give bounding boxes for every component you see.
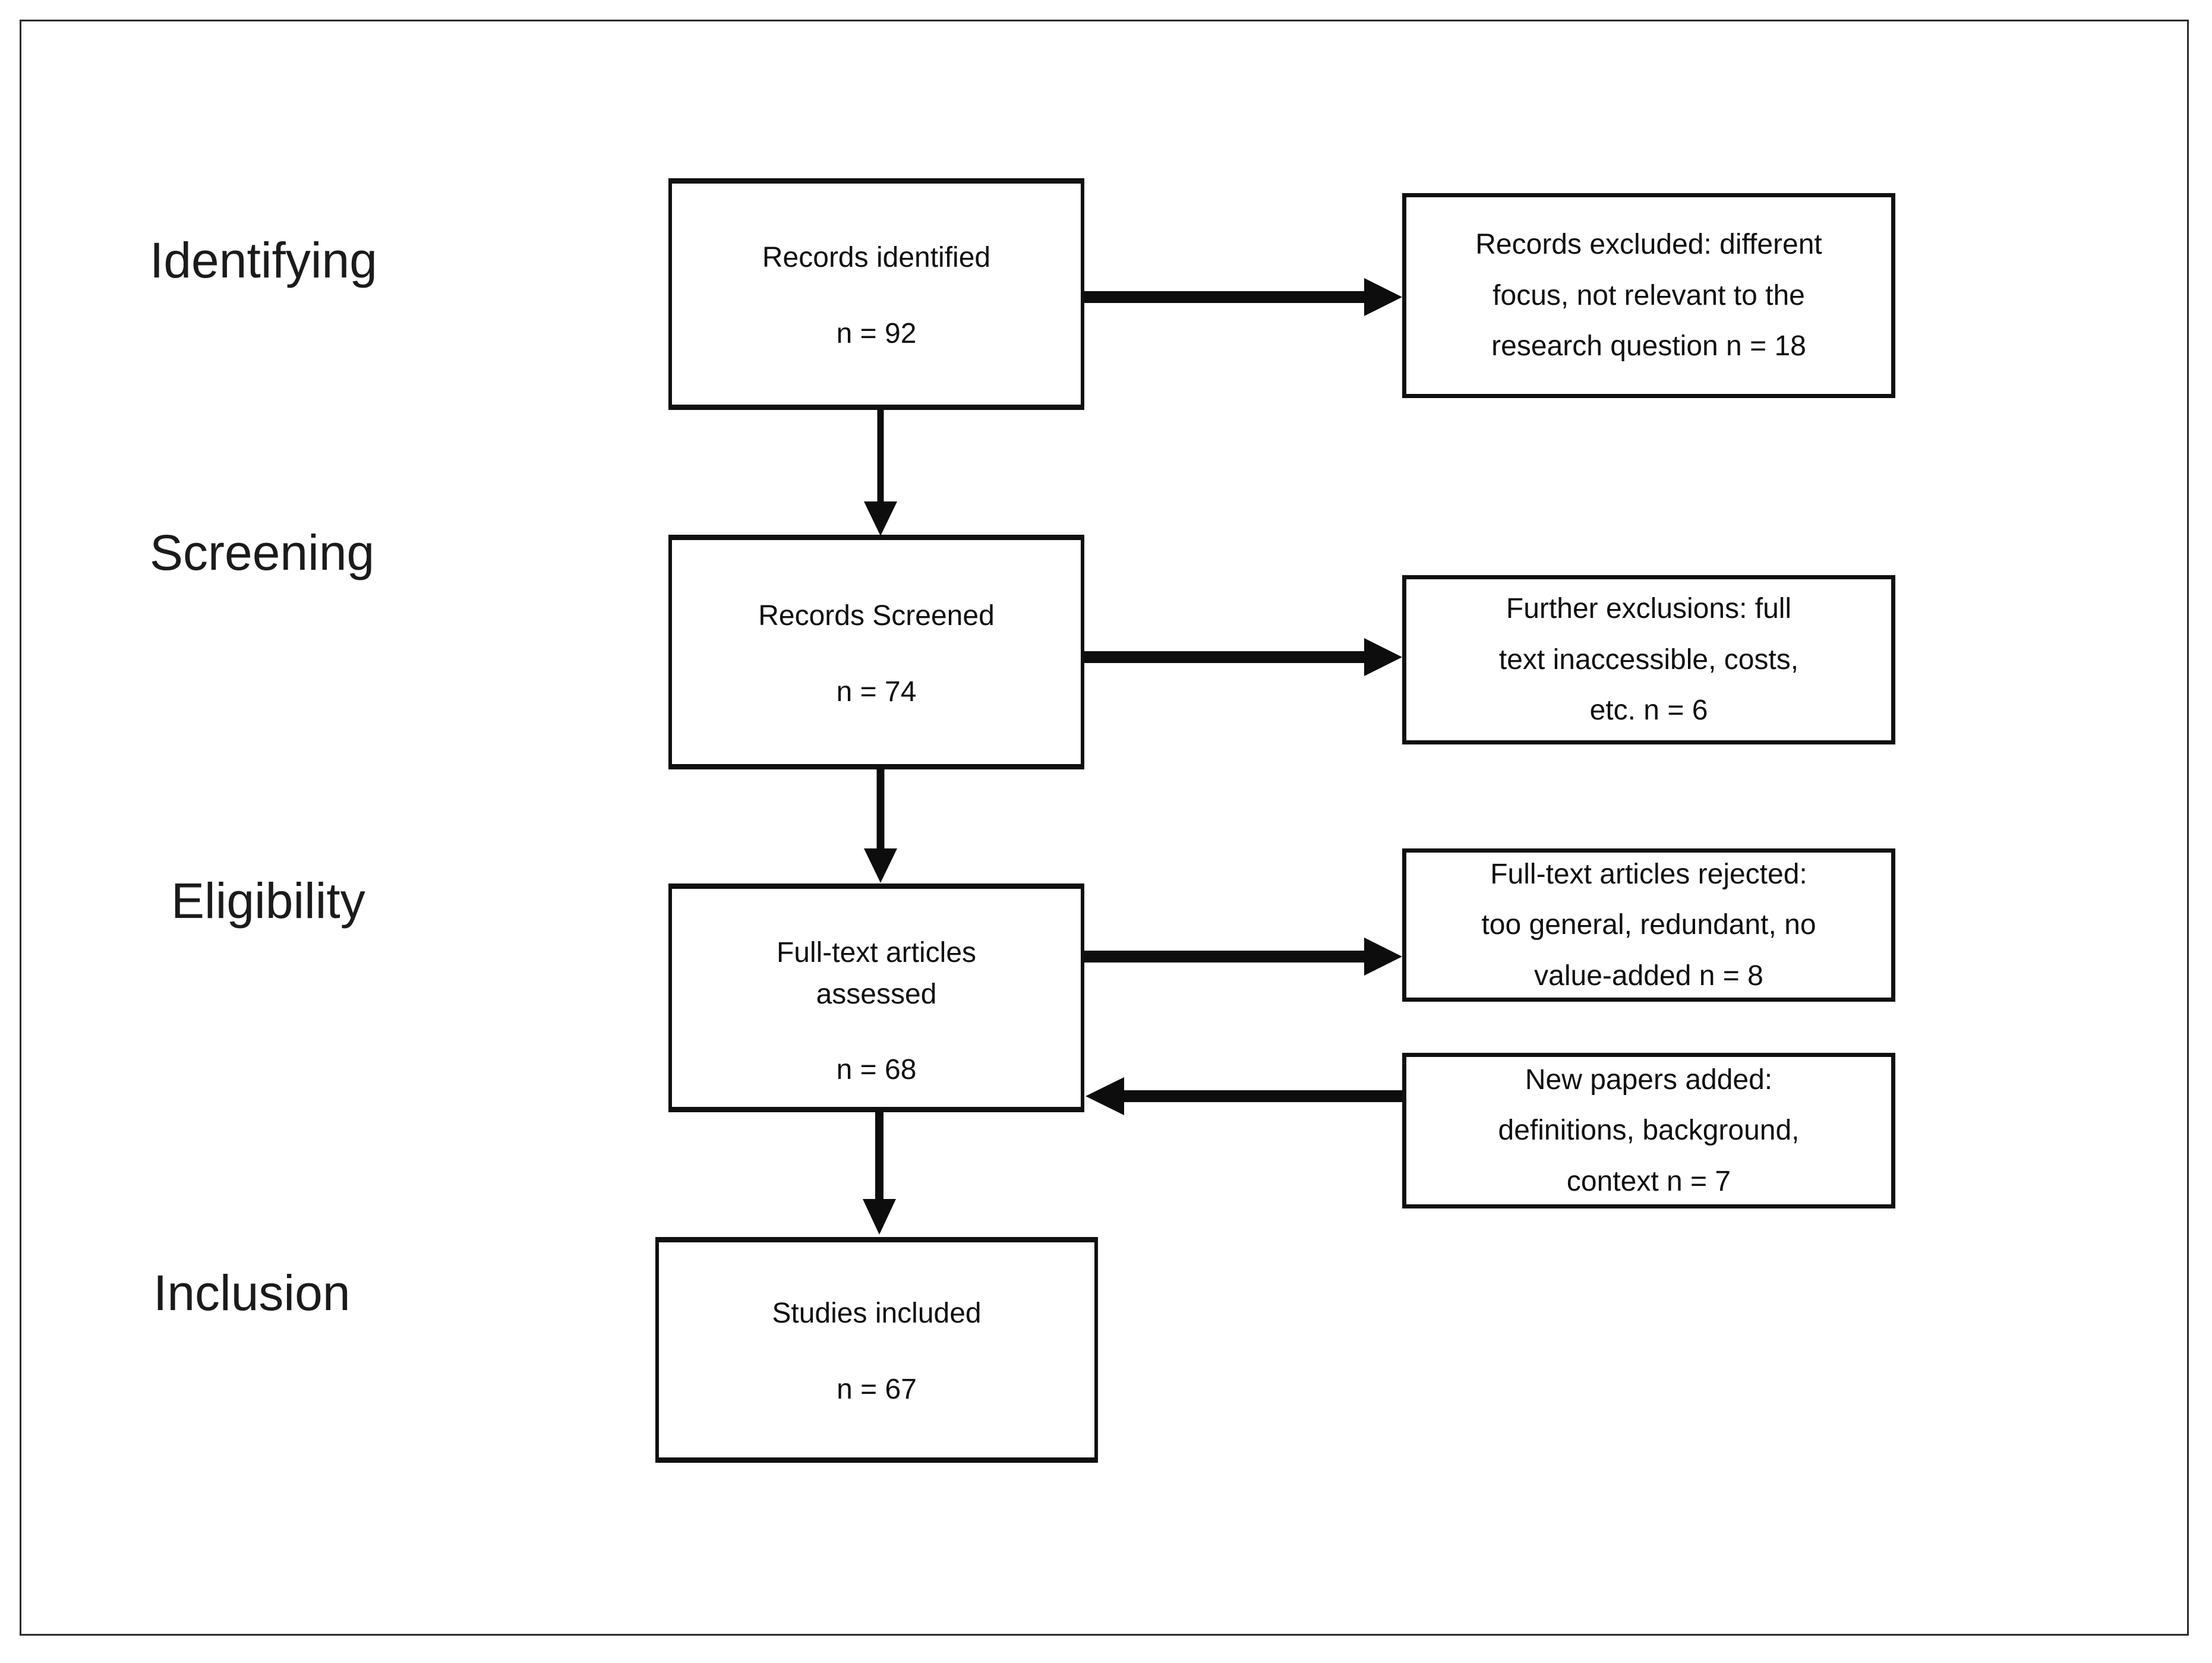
arrow-assessed-to-included (863, 1112, 896, 1235)
box-records-screened: Records Screened n = 74 (668, 535, 1084, 769)
figure-border (20, 20, 2189, 1636)
arrow-screened-to-exclusions (1084, 638, 1402, 676)
box-studies-included-count: n = 67 (837, 1374, 917, 1405)
box-studies-included-title: Studies included (772, 1298, 982, 1330)
box-further-exclusions-line3: etc. n = 6 (1589, 695, 1708, 727)
arrow-assessed-to-rejected (1084, 938, 1402, 976)
arrow-identified-to-screened (864, 410, 897, 536)
stage-label-inclusion: Inclusion (153, 1265, 351, 1321)
box-records-identified: Records identified n = 92 (668, 178, 1084, 410)
box-new-papers-added-line2: definitions, background, (1498, 1115, 1800, 1147)
arrow-new-papers-to-assessed (1086, 1077, 1402, 1115)
box-full-text-assessed-title-line1: Full-text articles (776, 937, 977, 969)
box-studies-included: Studies included n = 67 (655, 1237, 1098, 1463)
box-records-excluded: Records excluded: different focus, not r… (1402, 193, 1895, 398)
box-further-exclusions-line1: Further exclusions: full (1506, 593, 1792, 625)
box-records-screened-title: Records Screened (758, 599, 995, 632)
box-new-papers-added-line3: context n = 7 (1566, 1165, 1731, 1197)
box-full-text-rejected-line3: value-added n = 8 (1534, 960, 1763, 992)
stage-label-screening: Screening (150, 525, 375, 580)
box-further-exclusions-line2: text inaccessible, costs, (1498, 643, 1799, 676)
box-full-text-rejected-line2: too general, redundant, no (1481, 909, 1816, 941)
box-full-text-assessed: Full-text articles assessed n = 68 (668, 883, 1084, 1112)
arrow-identified-to-excluded (1084, 278, 1402, 316)
box-records-excluded-line1: Records excluded: different (1475, 229, 1822, 261)
box-full-text-rejected-line1: Full-text articles rejected: (1490, 858, 1807, 890)
box-records-excluded-line3: research question n = 18 (1491, 330, 1806, 362)
box-further-exclusions: Further exclusions: full text inaccessib… (1402, 575, 1895, 744)
box-new-papers-added-line1: New papers added: (1525, 1064, 1773, 1096)
arrow-screened-to-assessed (864, 769, 897, 883)
box-new-papers-added: New papers added: definitions, backgroun… (1402, 1053, 1895, 1208)
box-records-excluded-line2: focus, not relevant to the (1492, 279, 1805, 311)
stage-label-eligibility: Eligibility (171, 873, 365, 929)
box-records-identified-title: Records identified (762, 242, 991, 274)
box-full-text-assessed-title-line2: assessed (816, 978, 937, 1010)
stage-label-identifying: Identifying (150, 232, 377, 288)
box-records-screened-count: n = 74 (836, 676, 917, 708)
box-records-identified-count: n = 92 (836, 318, 917, 349)
box-full-text-rejected: Full-text articles rejected: too general… (1402, 848, 1895, 1002)
box-full-text-assessed-count: n = 68 (836, 1054, 917, 1086)
